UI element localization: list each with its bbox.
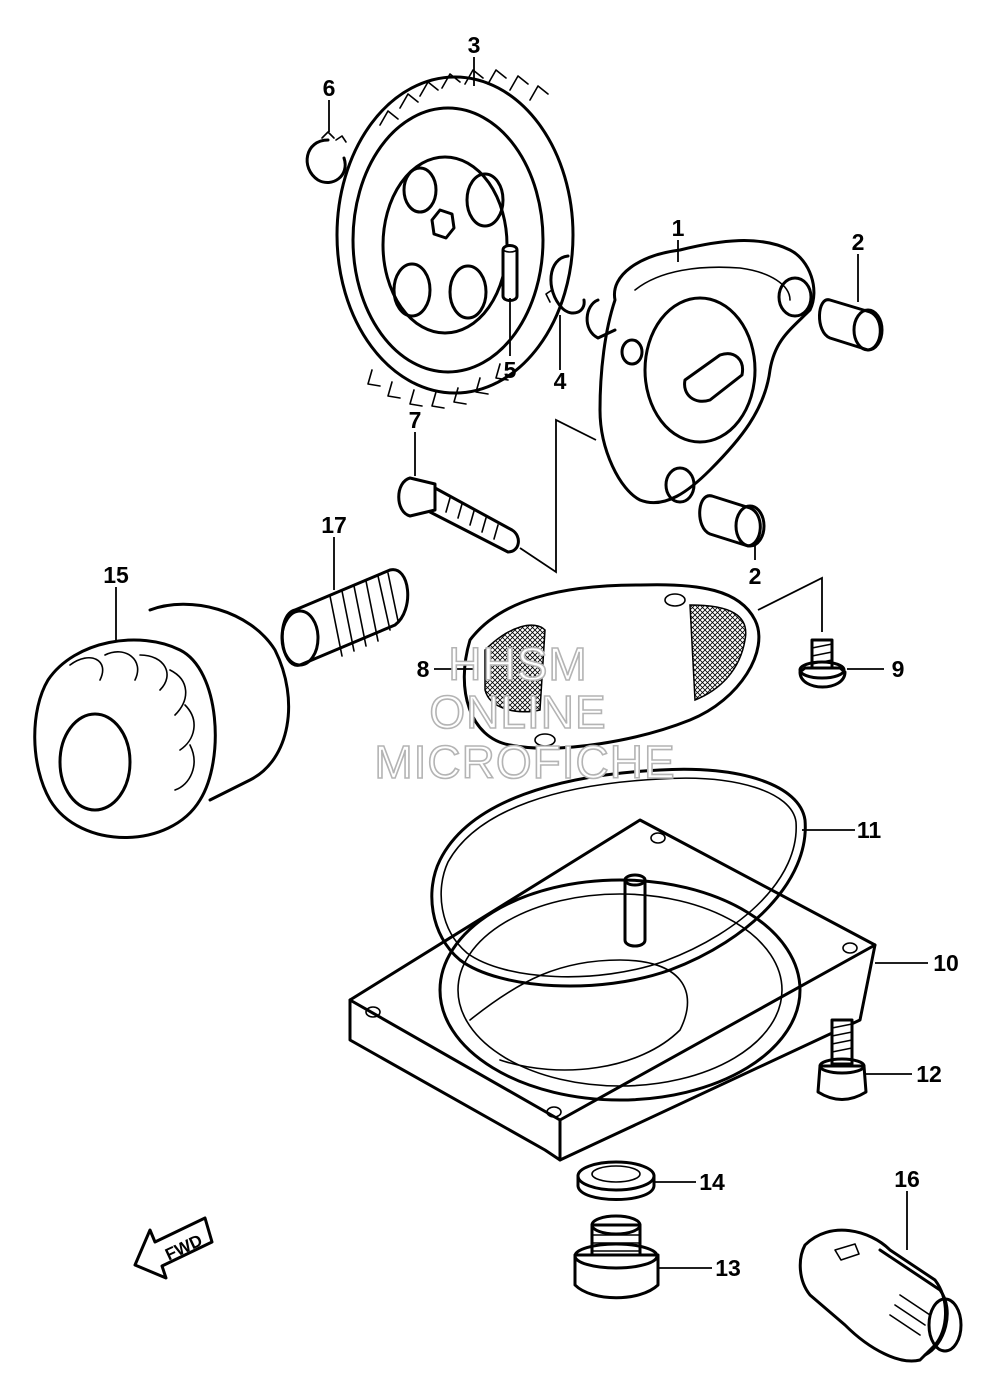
watermark-line-2: ONLINE (429, 686, 606, 738)
watermark-line-1: HHSM (448, 638, 587, 690)
part-12-bolt[interactable] (816, 1018, 868, 1101)
callout-6: 6 (323, 75, 336, 101)
part-9-bolt[interactable] (798, 638, 847, 689)
callout-5: 5 (504, 357, 517, 383)
callout-7: 7 (409, 407, 422, 433)
leader-lines (115, 57, 928, 1269)
part-11-o-ring[interactable] (430, 767, 807, 988)
part-7-bolt[interactable] (397, 476, 520, 554)
part-5-pin[interactable] (501, 244, 519, 302)
callout-14: 14 (699, 1169, 725, 1195)
part-15-oil-filter[interactable] (33, 602, 291, 839)
part-17-union[interactable] (280, 568, 410, 667)
part-14-gasket[interactable] (576, 1160, 656, 1201)
callout-16: 16 (894, 1166, 920, 1192)
callout-2-lower: 2 (749, 563, 762, 589)
part-16-oil-pressure-switch[interactable] (798, 1228, 963, 1363)
part-6-circlip[interactable] (305, 131, 347, 184)
part-10-oil-pan[interactable] (348, 818, 877, 1162)
callout-1: 1 (672, 215, 685, 241)
watermark: HHSM ONLINE MICROFICHE (374, 637, 676, 789)
part-13-drain-plug[interactable] (573, 1214, 660, 1300)
fwd-arrow-icon: FWD (133, 1216, 214, 1280)
callout-13: 13 (715, 1255, 741, 1281)
callouts: 1 2 2 3 4 5 6 7 8 9 10 11 12 13 14 15 16… (103, 32, 959, 1281)
callout-10: 10 (933, 950, 959, 976)
callout-2-upper: 2 (852, 229, 865, 255)
callout-9: 9 (892, 656, 905, 682)
callout-12: 12 (916, 1061, 942, 1087)
watermark-line-3: MICROFICHE (374, 736, 675, 788)
part-8-oil-strainer[interactable] (462, 583, 761, 750)
callout-15: 15 (103, 562, 129, 588)
reference-line-bolt-to-strainer (757, 576, 823, 632)
part-2-dowel-pin-lower[interactable] (698, 494, 766, 548)
reference-line-bolt-to-pump (519, 418, 597, 574)
part-3-driven-gear[interactable] (335, 69, 575, 409)
part-2-dowel-pin-upper[interactable] (818, 298, 884, 352)
callout-3: 3 (468, 32, 481, 58)
callout-11: 11 (857, 817, 882, 843)
callout-4: 4 (554, 368, 567, 394)
callout-17: 17 (321, 512, 347, 538)
part-4-circlip[interactable] (545, 254, 586, 315)
callout-8: 8 (417, 656, 430, 682)
part-1-oil-pump[interactable] (585, 239, 816, 505)
